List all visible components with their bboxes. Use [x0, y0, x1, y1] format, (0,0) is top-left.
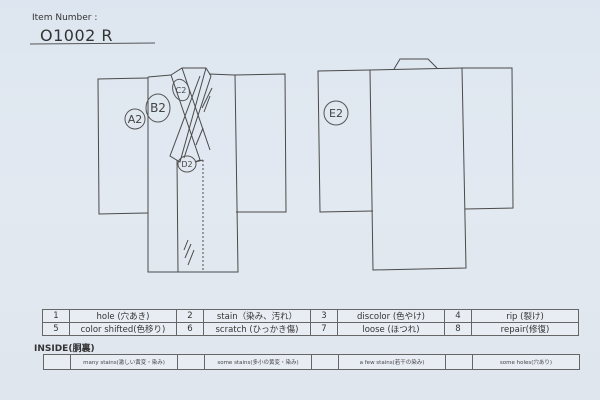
mark-e2: E2	[323, 100, 349, 126]
legend-num: 3	[310, 309, 338, 323]
legend-row: 5 color shifted(色移り) 6 scratch (ひっかき傷) 7…	[42, 322, 579, 336]
svg-text:D2: D2	[181, 160, 192, 169]
svg-text:E2: E2	[329, 107, 343, 120]
legend-label: discolor (色やけ)	[337, 309, 445, 323]
svg-text:B2: B2	[150, 101, 166, 115]
mark-c2: C2	[172, 78, 190, 102]
mark-a2: A2	[124, 108, 146, 130]
inside-label: many stains(激しい黄変・染み)	[70, 354, 178, 370]
legend-label: repair(修復)	[471, 322, 579, 336]
kimono-back-view	[317, 58, 514, 271]
legend-label: scratch (ひっかき傷)	[203, 322, 311, 336]
damage-legend-table: 1 hole (穴あき) 2 stain（染み、汚れ） 3 discolor (…	[42, 309, 579, 336]
legend-label: color shifted(色移り)	[69, 322, 177, 336]
legend-label: loose (ほつれ)	[337, 322, 445, 336]
inside-checkbox[interactable]	[43, 354, 71, 370]
legend-num: 7	[310, 322, 338, 336]
mark-d2: D2	[177, 155, 197, 173]
legend-label: hole (穴あき)	[69, 309, 177, 323]
item-number-label: Item Number :	[32, 13, 98, 23]
inside-label: some holes(穴あり)	[472, 354, 580, 370]
kimono-diagram: A2 B2 C2 D2 E2	[97, 58, 514, 273]
legend-num: 8	[444, 322, 472, 336]
legend-num: 4	[444, 309, 472, 323]
inside-label: some stains(多小の黄変・染み)	[204, 354, 312, 370]
svg-text:C2: C2	[176, 86, 187, 95]
inside-label: a few stains(若干の染み)	[338, 354, 446, 370]
inside-checkbox[interactable]	[445, 354, 473, 370]
legend-row: 1 hole (穴あき) 2 stain（染み、汚れ） 3 discolor (…	[42, 309, 579, 323]
legend-label: stain（染み、汚れ）	[203, 309, 311, 323]
legend-num: 6	[176, 322, 204, 336]
svg-text:A2: A2	[128, 113, 143, 126]
inside-section-title: INSIDE(胴裏)	[34, 344, 95, 354]
legend-label: rip (裂け)	[471, 309, 579, 323]
mark-b2: B2	[145, 93, 171, 123]
inside-checkbox[interactable]	[177, 354, 205, 370]
legend-num: 1	[42, 309, 70, 323]
inside-checkbox[interactable]	[311, 354, 339, 370]
inside-row: many stains(激しい黄変・染み) some stains(多小の黄変・…	[43, 354, 580, 370]
legend-num: 2	[176, 309, 204, 323]
inside-condition-table: many stains(激しい黄変・染み) some stains(多小の黄変・…	[43, 354, 580, 370]
item-number-value: O1002 R	[40, 26, 114, 45]
legend-num: 5	[42, 322, 70, 336]
kimono-front-view	[97, 67, 287, 273]
